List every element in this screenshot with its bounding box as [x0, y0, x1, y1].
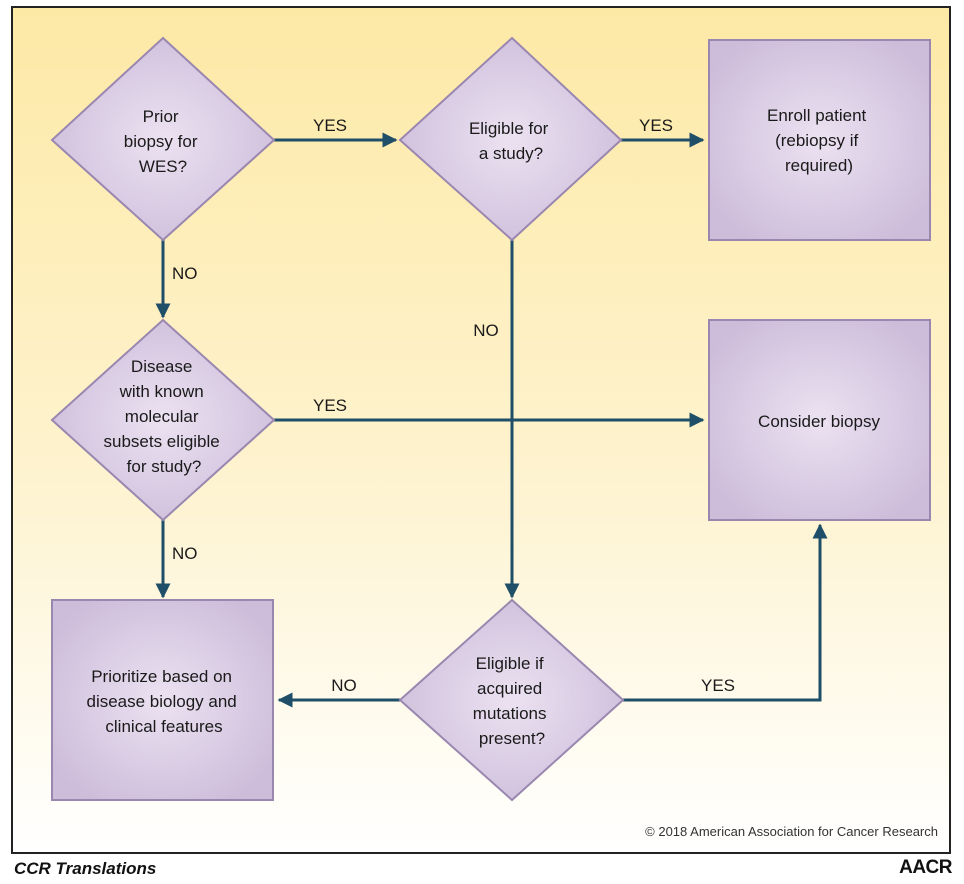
line: Prioritize based on [91, 667, 232, 686]
node-prioritize-text: Prioritize based on disease biology and … [86, 667, 241, 736]
line: Disease [131, 357, 192, 376]
node-eligible-study-text: Eligible for a study? [469, 119, 553, 163]
edge-label-prior-to-disease: NO [172, 264, 198, 283]
line: disease biology and [86, 692, 236, 711]
line: (rebiopsy if [775, 131, 858, 150]
line: Eligible if [476, 654, 544, 673]
connectors [155, 132, 828, 708]
box-prioritize [51, 599, 274, 801]
arrow-acquired-to-consider [623, 523, 828, 702]
decision-eligible-acquired [398, 598, 625, 802]
box-enroll-patient [708, 39, 931, 241]
node-enroll-text: Enroll patient (rebiopsy if required) [767, 106, 871, 175]
decision-prior-biopsy [50, 36, 276, 242]
edge-label-eligible-to-enroll: YES [639, 116, 673, 135]
line: acquired [477, 679, 542, 698]
line: clinical features [105, 717, 222, 736]
edge-label-prior-to-eligible: YES [313, 116, 347, 135]
node-disease-subsets-text: Disease with known molecular subsets eli… [104, 357, 225, 476]
line: required) [785, 156, 853, 175]
edge-label-acquired-to-consider: YES [701, 676, 735, 695]
line: Consider biopsy [758, 412, 880, 431]
line: Prior [143, 107, 179, 126]
aacr-logo: AACR [899, 857, 952, 878]
line: a study? [479, 144, 543, 163]
edge-label-disease-to-prioritize: NO [172, 544, 198, 563]
edge-label-acquired-to-prioritize: NO [331, 676, 357, 695]
node-prior-biopsy-text: Prior biopsy for WES? [124, 107, 202, 176]
node-eligible-acquired-text: Eligible if acquired mutations present? [473, 654, 551, 748]
line: Eligible for [469, 119, 549, 138]
line: for study? [127, 457, 202, 476]
edge-label-eligible-to-acquired: NO [473, 321, 499, 340]
line: subsets eligible [104, 432, 220, 451]
line: present? [479, 729, 545, 748]
decision-eligible-study [398, 36, 623, 242]
decision-disease-subsets [50, 318, 276, 522]
line: biopsy for [124, 132, 198, 151]
line: molecular [125, 407, 199, 426]
line: mutations [473, 704, 547, 723]
edge-label-disease-to-consider: YES [313, 396, 347, 415]
line: Enroll patient [767, 106, 867, 125]
line: WES? [139, 157, 187, 176]
journal-name: CCR Translations [14, 859, 157, 878]
copyright-text: © 2018 American Association for Cancer R… [645, 824, 938, 839]
line: with known [119, 382, 204, 401]
box-consider-biopsy [708, 319, 931, 521]
node-consider-biopsy-text: Consider biopsy [758, 412, 880, 431]
shapes [50, 36, 931, 802]
